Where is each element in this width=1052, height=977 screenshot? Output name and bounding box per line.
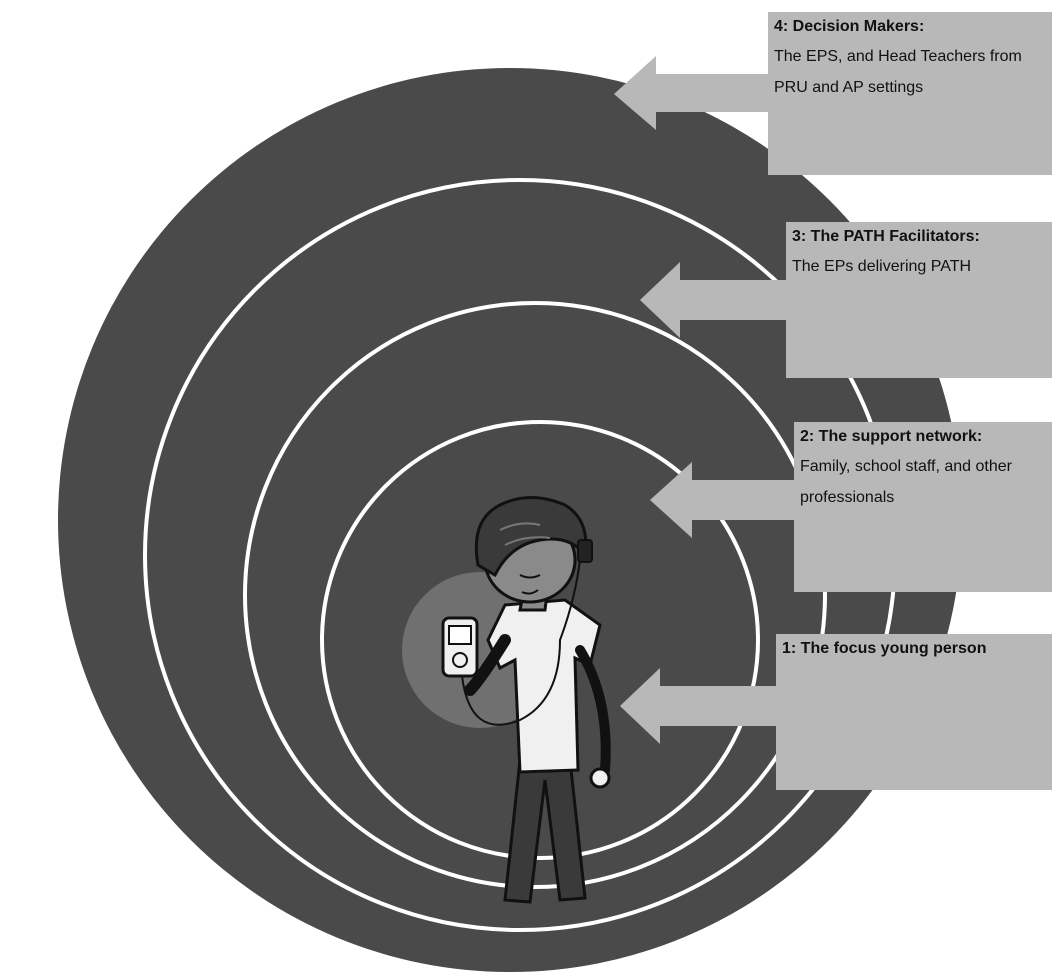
label-title-focus-young-person: 1: The focus young person <box>782 640 987 657</box>
label-title-support-network: 2: The support network: <box>800 428 983 445</box>
arrow-3 <box>640 262 790 338</box>
arrow-4 <box>614 56 775 130</box>
label-box-path-facilitators: 3: The PATH Facilitators: The EPs delive… <box>786 222 1052 378</box>
label-title-decision-makers: 4: Decision Makers: <box>774 18 925 35</box>
label-desc-path-facilitators: The EPs delivering PATH <box>792 258 972 276</box>
ring-2 <box>243 301 827 889</box>
ring-1 <box>320 420 760 860</box>
label-box-decision-makers: 4: Decision Makers: The EPS, and Head Te… <box>768 12 1052 175</box>
label-desc-decision-makers: The EPS, and Head Teachers from PRU and … <box>774 48 1022 96</box>
young-person-with-music-player-icon <box>441 496 611 904</box>
arrow-2 <box>650 462 798 538</box>
label-box-focus-young-person: 1: The focus young person <box>776 634 1052 790</box>
label-box-support-network: 2: The support network: Family, school s… <box>794 422 1052 592</box>
label-title-path-facilitators: 3: The PATH Facilitators: <box>792 228 980 245</box>
label-desc-support-network: Family, school staff, and other professi… <box>800 458 1012 506</box>
arrow-1 <box>620 668 780 744</box>
